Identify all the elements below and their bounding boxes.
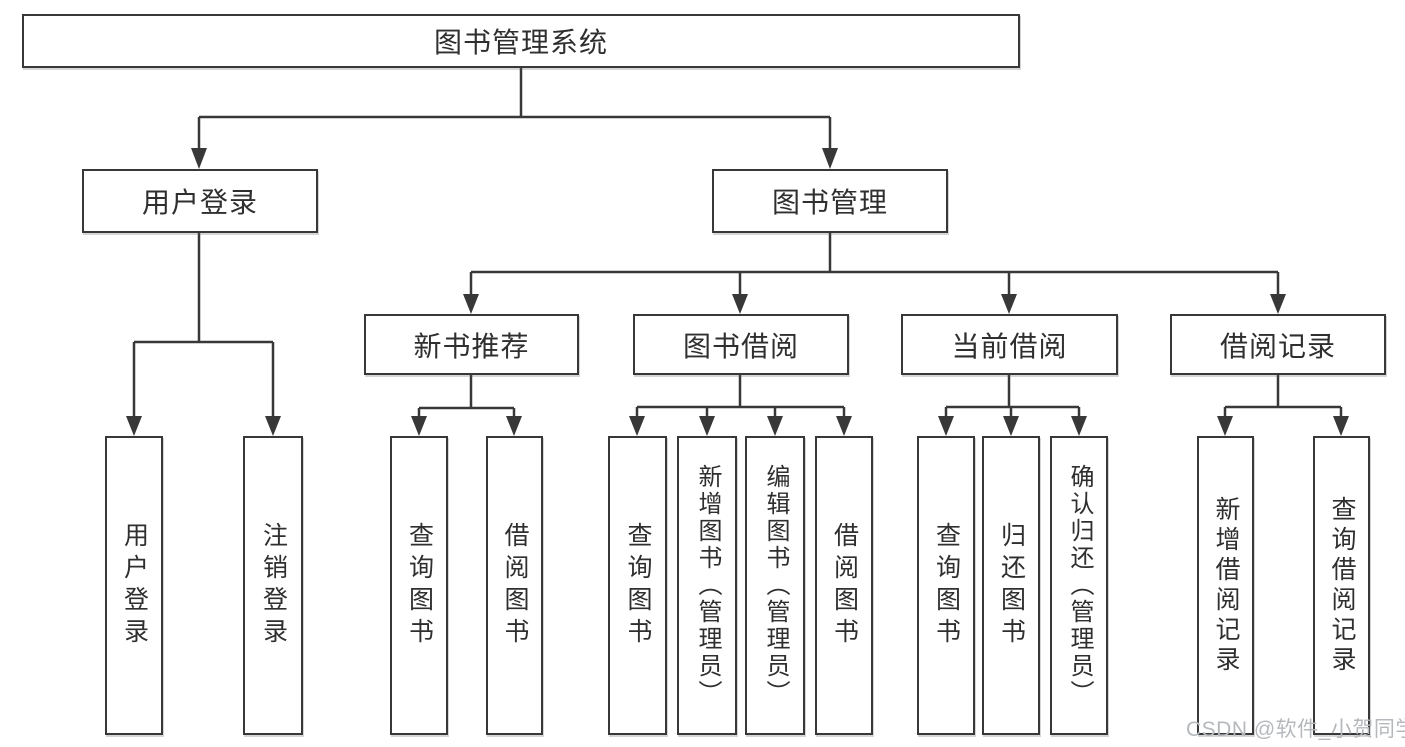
leaf-query-books-borrow: 查询图书 [608, 436, 667, 735]
edge-user-login-children [132, 233, 275, 421]
edge-current-borrow-children [944, 375, 1081, 421]
node-current-borrowing: 当前借阅 [901, 314, 1118, 375]
leaf-user-login: 用户登录 [105, 436, 163, 735]
edge-root-to-level2 [197, 68, 832, 153]
leaf-add-borrow-record: 新增借阅记录 [1197, 436, 1254, 735]
edge-borrow-records-children [1223, 375, 1343, 421]
node-book-borrowing: 图书借阅 [633, 314, 849, 375]
leaf-add-book-admin: 新增图书（管理员） [677, 436, 737, 735]
edge-book-borrow-children [635, 375, 846, 421]
leaf-logout: 注销登录 [243, 436, 303, 735]
node-book-management: 图书管理 [712, 169, 948, 233]
leaf-query-borrow-record: 查询借阅记录 [1313, 436, 1370, 735]
leaf-query-books-current: 查询图书 [917, 436, 975, 735]
leaf-borrow-books: 借阅图书 [815, 436, 873, 735]
csdn-watermark: CSDN @软件_小贺同学 [1186, 718, 1405, 741]
leaf-edit-book-admin: 编辑图书（管理员） [745, 436, 805, 735]
edge-new-book-children [417, 375, 516, 421]
node-borrow-records: 借阅记录 [1170, 314, 1386, 375]
arrowheads [126, 148, 1349, 436]
leaf-confirm-return-admin: 确认归还（管理员） [1050, 436, 1108, 735]
node-new-book-recommend: 新书推荐 [364, 314, 579, 375]
edge-book-management-children [469, 233, 1280, 299]
leaf-return-books: 归还图书 [982, 436, 1040, 735]
node-library-system: 图书管理系统 [22, 14, 1020, 68]
node-user-login: 用户登录 [82, 169, 318, 233]
leaf-query-books-recommend: 查询图书 [390, 436, 448, 735]
leaf-borrow-books-recommend: 借阅图书 [486, 436, 543, 735]
